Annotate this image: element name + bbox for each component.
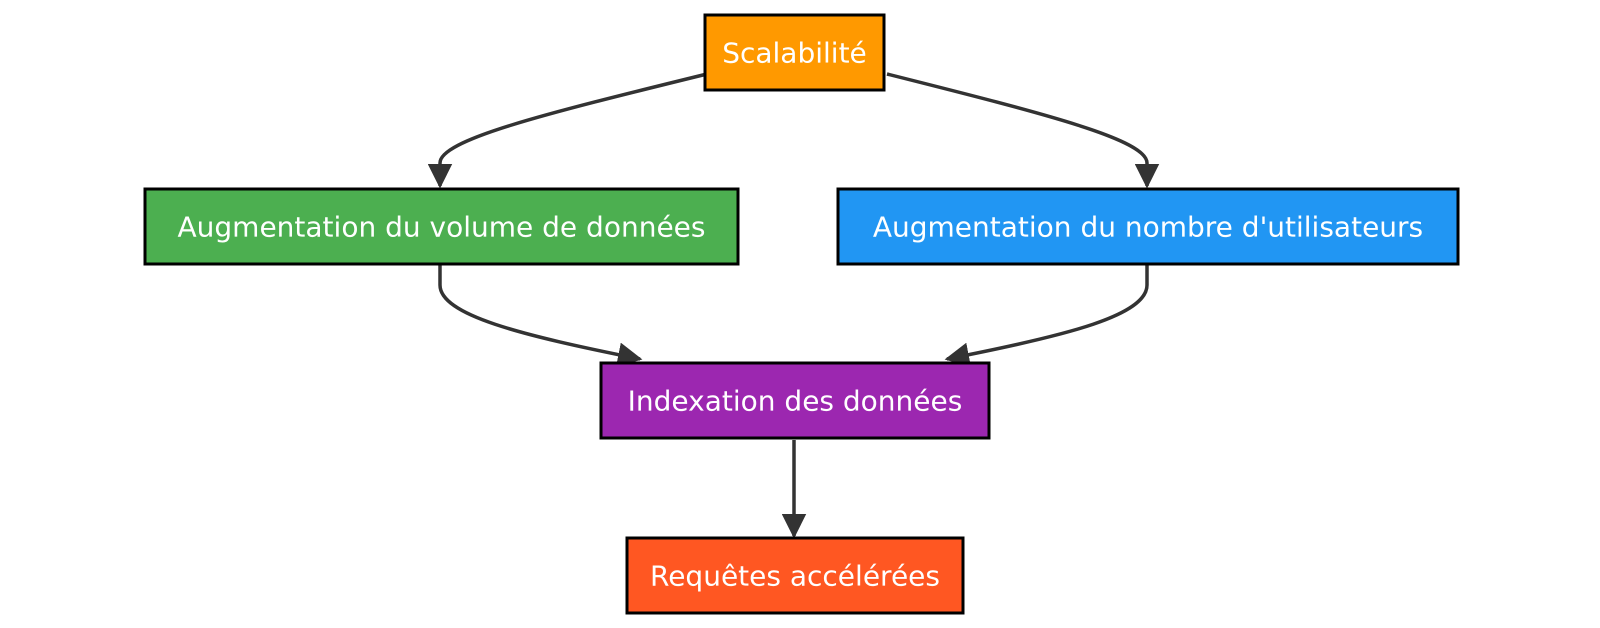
node-scalabilite-box: [703, 13, 886, 92]
node-requetes: Requêtes accélérées: [625, 536, 965, 615]
edges: [427, 72, 1160, 539]
node-requetes-box: [625, 536, 965, 615]
node-indexation-box: [599, 361, 991, 440]
node-indexation: Indexation des données: [599, 361, 991, 440]
edge-scalabilite-to-utilisateurs: [886, 72, 1160, 189]
node-scalabilite: Scalabilité: [703, 13, 886, 92]
node-augmentation-volume: Augmentation du volume de données: [143, 187, 740, 266]
node-augmentation-volume-box: [143, 187, 740, 266]
node-augmentation-utilisateurs-label: Augmentation du nombre d'utilisateurs: [873, 211, 1423, 244]
node-augmentation-utilisateurs-box: [836, 187, 1460, 266]
edge-scalabilite-to-volume: [427, 72, 708, 189]
edge-utilisateurs-to-indexation: [944, 265, 1149, 367]
node-scalabilite-label: Scalabilité: [722, 37, 867, 70]
edge-volume-to-indexation: [438, 265, 643, 367]
node-augmentation-volume-label: Augmentation du volume de données: [178, 211, 706, 244]
node-augmentation-utilisateurs: Augmentation du nombre d'utilisateurs: [836, 187, 1460, 266]
node-indexation-label: Indexation des données: [628, 385, 963, 418]
node-requetes-label: Requêtes accélérées: [650, 560, 940, 593]
